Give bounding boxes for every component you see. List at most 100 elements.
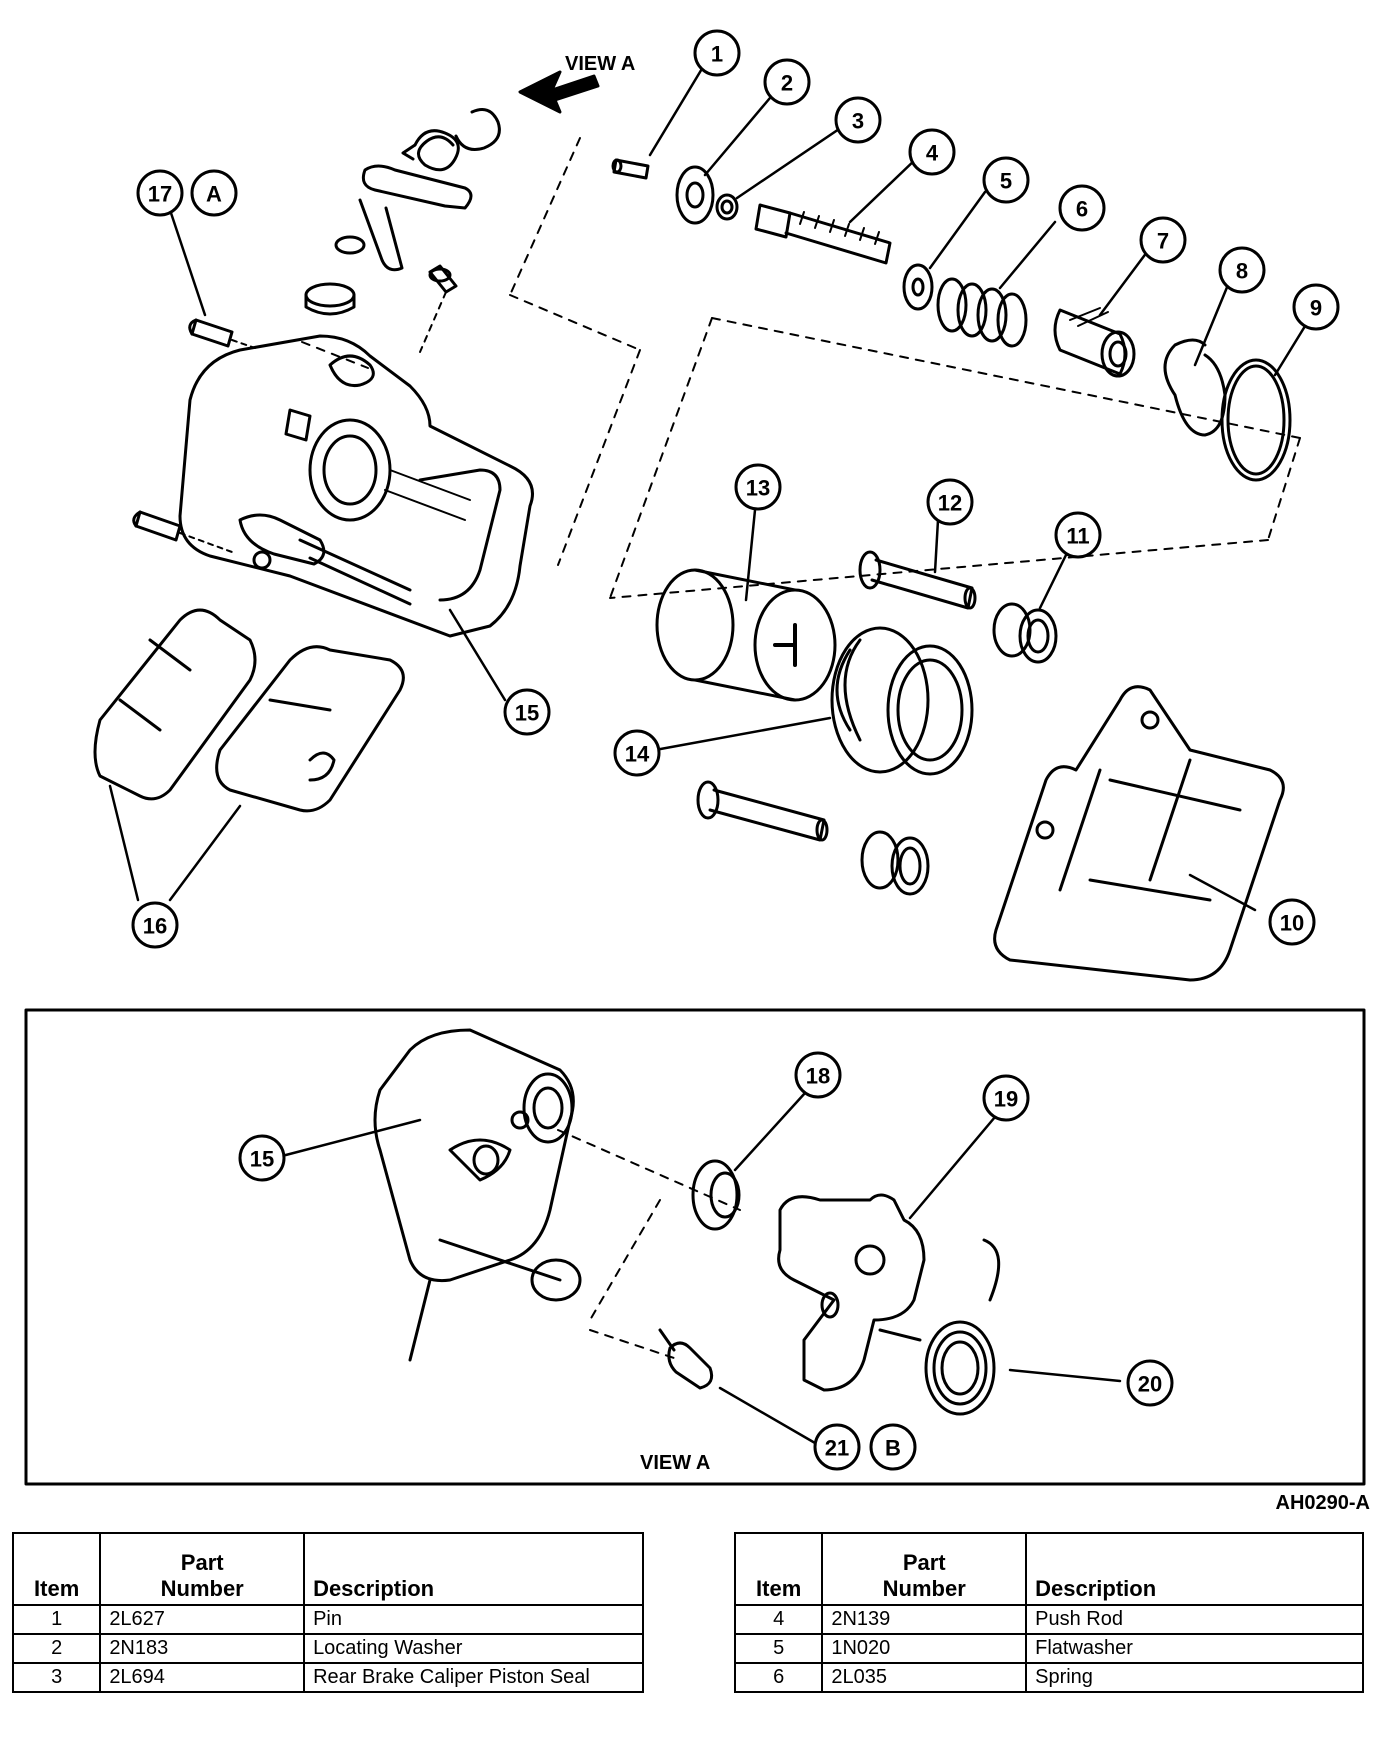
callout-5-label: 5: [1000, 169, 1012, 194]
callout-12: 12: [926, 478, 974, 526]
callout-2: 2: [763, 58, 811, 106]
adjuster-7: [1053, 307, 1136, 378]
brake-pad-16-right: [215, 645, 405, 813]
header-part-line2: Number: [882, 1576, 966, 1601]
cell-item: 3: [11, 1662, 102, 1693]
callout-8: 8: [1218, 246, 1266, 294]
parking-spring-top: [401, 108, 501, 172]
exploded-diagram: 1 2 3 4 5 6 7 8 9 10 11 12 13 14 15 16 1…: [24, 29, 1366, 1486]
callout-b: B: [869, 1423, 917, 1471]
brake-pad-16-left: [93, 608, 257, 801]
header-part-line1: Part: [180, 1550, 224, 1575]
callout-18: 18: [794, 1051, 842, 1099]
inset-lever-19: [777, 1193, 926, 1392]
callout-3-label: 3: [852, 109, 864, 134]
table-row: 6 2L035 Spring: [733, 1662, 1364, 1693]
callout-2-label: 2: [781, 71, 793, 96]
cell-description: Spring: [1025, 1662, 1364, 1693]
callout-15-inset-label: 15: [250, 1147, 274, 1172]
callout-15-inset: 15: [238, 1134, 286, 1182]
callout-9: 9: [1292, 283, 1340, 331]
callout-4-label: 4: [926, 141, 939, 166]
table-row: 4 2N139 Push Rod: [733, 1604, 1364, 1635]
callout-15: 15: [503, 688, 551, 736]
callout-8-label: 8: [1236, 259, 1248, 284]
header-part-line1: Part: [902, 1550, 946, 1575]
callout-20: 20: [1126, 1359, 1174, 1407]
callout-10-label: 10: [1280, 911, 1304, 936]
spring-6: [936, 277, 1028, 348]
table-row: 5 1N020 Flatwasher: [733, 1633, 1364, 1664]
caliper-housing: [178, 334, 534, 638]
figure-id: AH0290-A: [1275, 1492, 1370, 1514]
callout-20-label: 20: [1138, 1372, 1162, 1397]
cell-description: Pin: [303, 1604, 644, 1635]
seal-3: [715, 193, 739, 221]
push-rod-4: [754, 203, 892, 265]
snap-ring-8: [1163, 338, 1227, 437]
cell-item: 5: [733, 1633, 824, 1664]
callout-6-label: 6: [1076, 197, 1088, 222]
inset-caliper: [373, 1028, 741, 1362]
bolt-b-top: [419, 264, 458, 353]
guide-pin-12: [858, 550, 977, 610]
callout-21-label: 21: [825, 1436, 849, 1461]
callout-13-label: 13: [746, 476, 770, 501]
header-description: Description: [1025, 1532, 1364, 1606]
callouts: 1 2 3 4 5 6 7 8 9 10 11 12 13 14 15 16 1…: [131, 29, 1340, 1471]
inset-bolt-21: [658, 1328, 714, 1390]
header-item: Item: [733, 1532, 824, 1606]
cell-item: 4: [733, 1604, 824, 1635]
callout-17: 17: [136, 169, 184, 217]
callout-10: 10: [1268, 898, 1316, 946]
table-row: 3 2L694 Rear Brake Caliper Piston Seal: [11, 1662, 644, 1693]
cell-description: Rear Brake Caliper Piston Seal: [303, 1662, 644, 1693]
cell-item: 1: [11, 1604, 102, 1635]
cell-item: 2: [11, 1633, 102, 1664]
leader-lines-top: [108, 65, 1312, 912]
bushing-top: [304, 282, 356, 316]
callout-11: 11: [1054, 511, 1102, 559]
header-part-line2: Number: [160, 1576, 244, 1601]
cell-part-number: 2N139: [821, 1604, 1028, 1635]
callout-b-label: B: [885, 1436, 901, 1461]
cell-description: Push Rod: [1025, 1604, 1364, 1635]
view-a-inset: [24, 1008, 1366, 1486]
cell-part-number: 2L035: [821, 1662, 1028, 1693]
callout-7-label: 7: [1157, 229, 1169, 254]
callout-16: 16: [131, 901, 179, 949]
dashed-guides-top: [301, 137, 1301, 599]
view-a-label-top: VIEW A: [565, 53, 635, 75]
flatwasher-5: [902, 263, 934, 311]
cell-description: Flatwasher: [1025, 1633, 1364, 1664]
callout-14-label: 14: [625, 742, 650, 767]
parking-lever-top: [334, 164, 473, 272]
piston-13: [655, 568, 837, 702]
cell-description: Locating Washer: [303, 1633, 644, 1664]
callout-11-label: 11: [1066, 524, 1089, 549]
callout-7: 7: [1139, 216, 1187, 264]
cell-part-number: 2L627: [99, 1604, 306, 1635]
cell-item: 6: [733, 1662, 824, 1693]
cell-part-number: 2L694: [99, 1662, 306, 1693]
callout-1-label: 1: [711, 42, 723, 67]
callout-13: 13: [734, 463, 782, 511]
callout-16-label: 16: [143, 914, 167, 939]
callout-5: 5: [982, 156, 1030, 204]
bushing-11: [992, 602, 1058, 664]
callout-3: 3: [834, 96, 882, 144]
cell-part-number: 2N183: [99, 1633, 306, 1664]
anchor-bracket-10: [993, 685, 1285, 982]
o-ring-9: [1220, 358, 1292, 482]
callout-14: 14: [613, 729, 661, 777]
view-a-label-inset: VIEW A: [640, 1452, 710, 1474]
callout-21: 21: [813, 1423, 861, 1471]
cell-part-number: 1N020: [821, 1633, 1028, 1664]
table-row: 2 2N183 Locating Washer: [11, 1633, 644, 1664]
